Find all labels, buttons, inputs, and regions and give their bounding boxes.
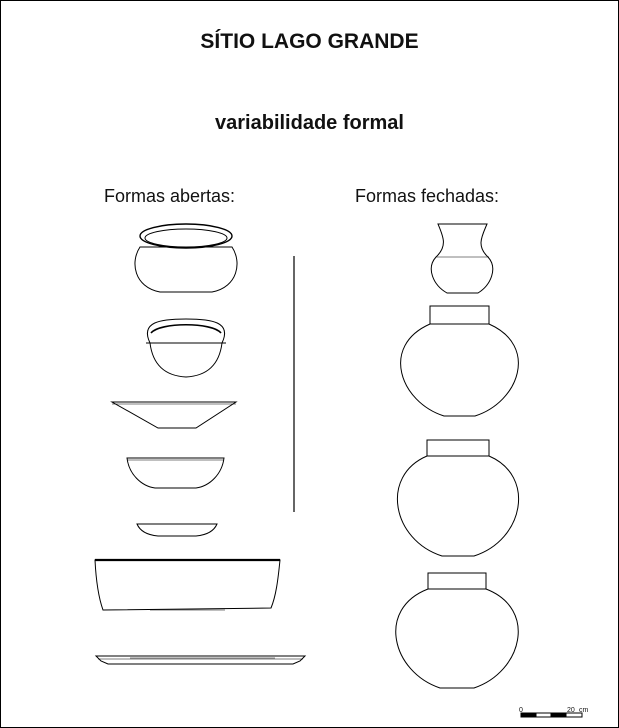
open-forms-heading: Formas abertas: — [104, 186, 236, 206]
scale-label-start: 0 — [519, 707, 523, 714]
closed-form-3 — [397, 439, 519, 557]
closed-forms-heading: Formas fechadas: — [355, 186, 500, 206]
scale-label-unit: cm — [579, 707, 589, 714]
open-form-2 — [146, 318, 226, 378]
page-title: SÍTIO LAGO GRANDE — [200, 30, 419, 53]
closed-form-4 — [395, 572, 519, 689]
open-form-3 — [110, 401, 238, 429]
open-form-5 — [136, 523, 218, 537]
open-form-1 — [134, 223, 238, 293]
open-form-4 — [126, 457, 225, 489]
closed-form-2 — [400, 305, 519, 417]
open-form-7 — [94, 655, 307, 665]
page-subtitle: variabilidade formal — [215, 112, 404, 134]
closed-form-1 — [430, 223, 494, 294]
scale-label-end: 20 — [567, 707, 575, 714]
open-form-6 — [94, 558, 281, 611]
scale-bar — [520, 712, 583, 718]
